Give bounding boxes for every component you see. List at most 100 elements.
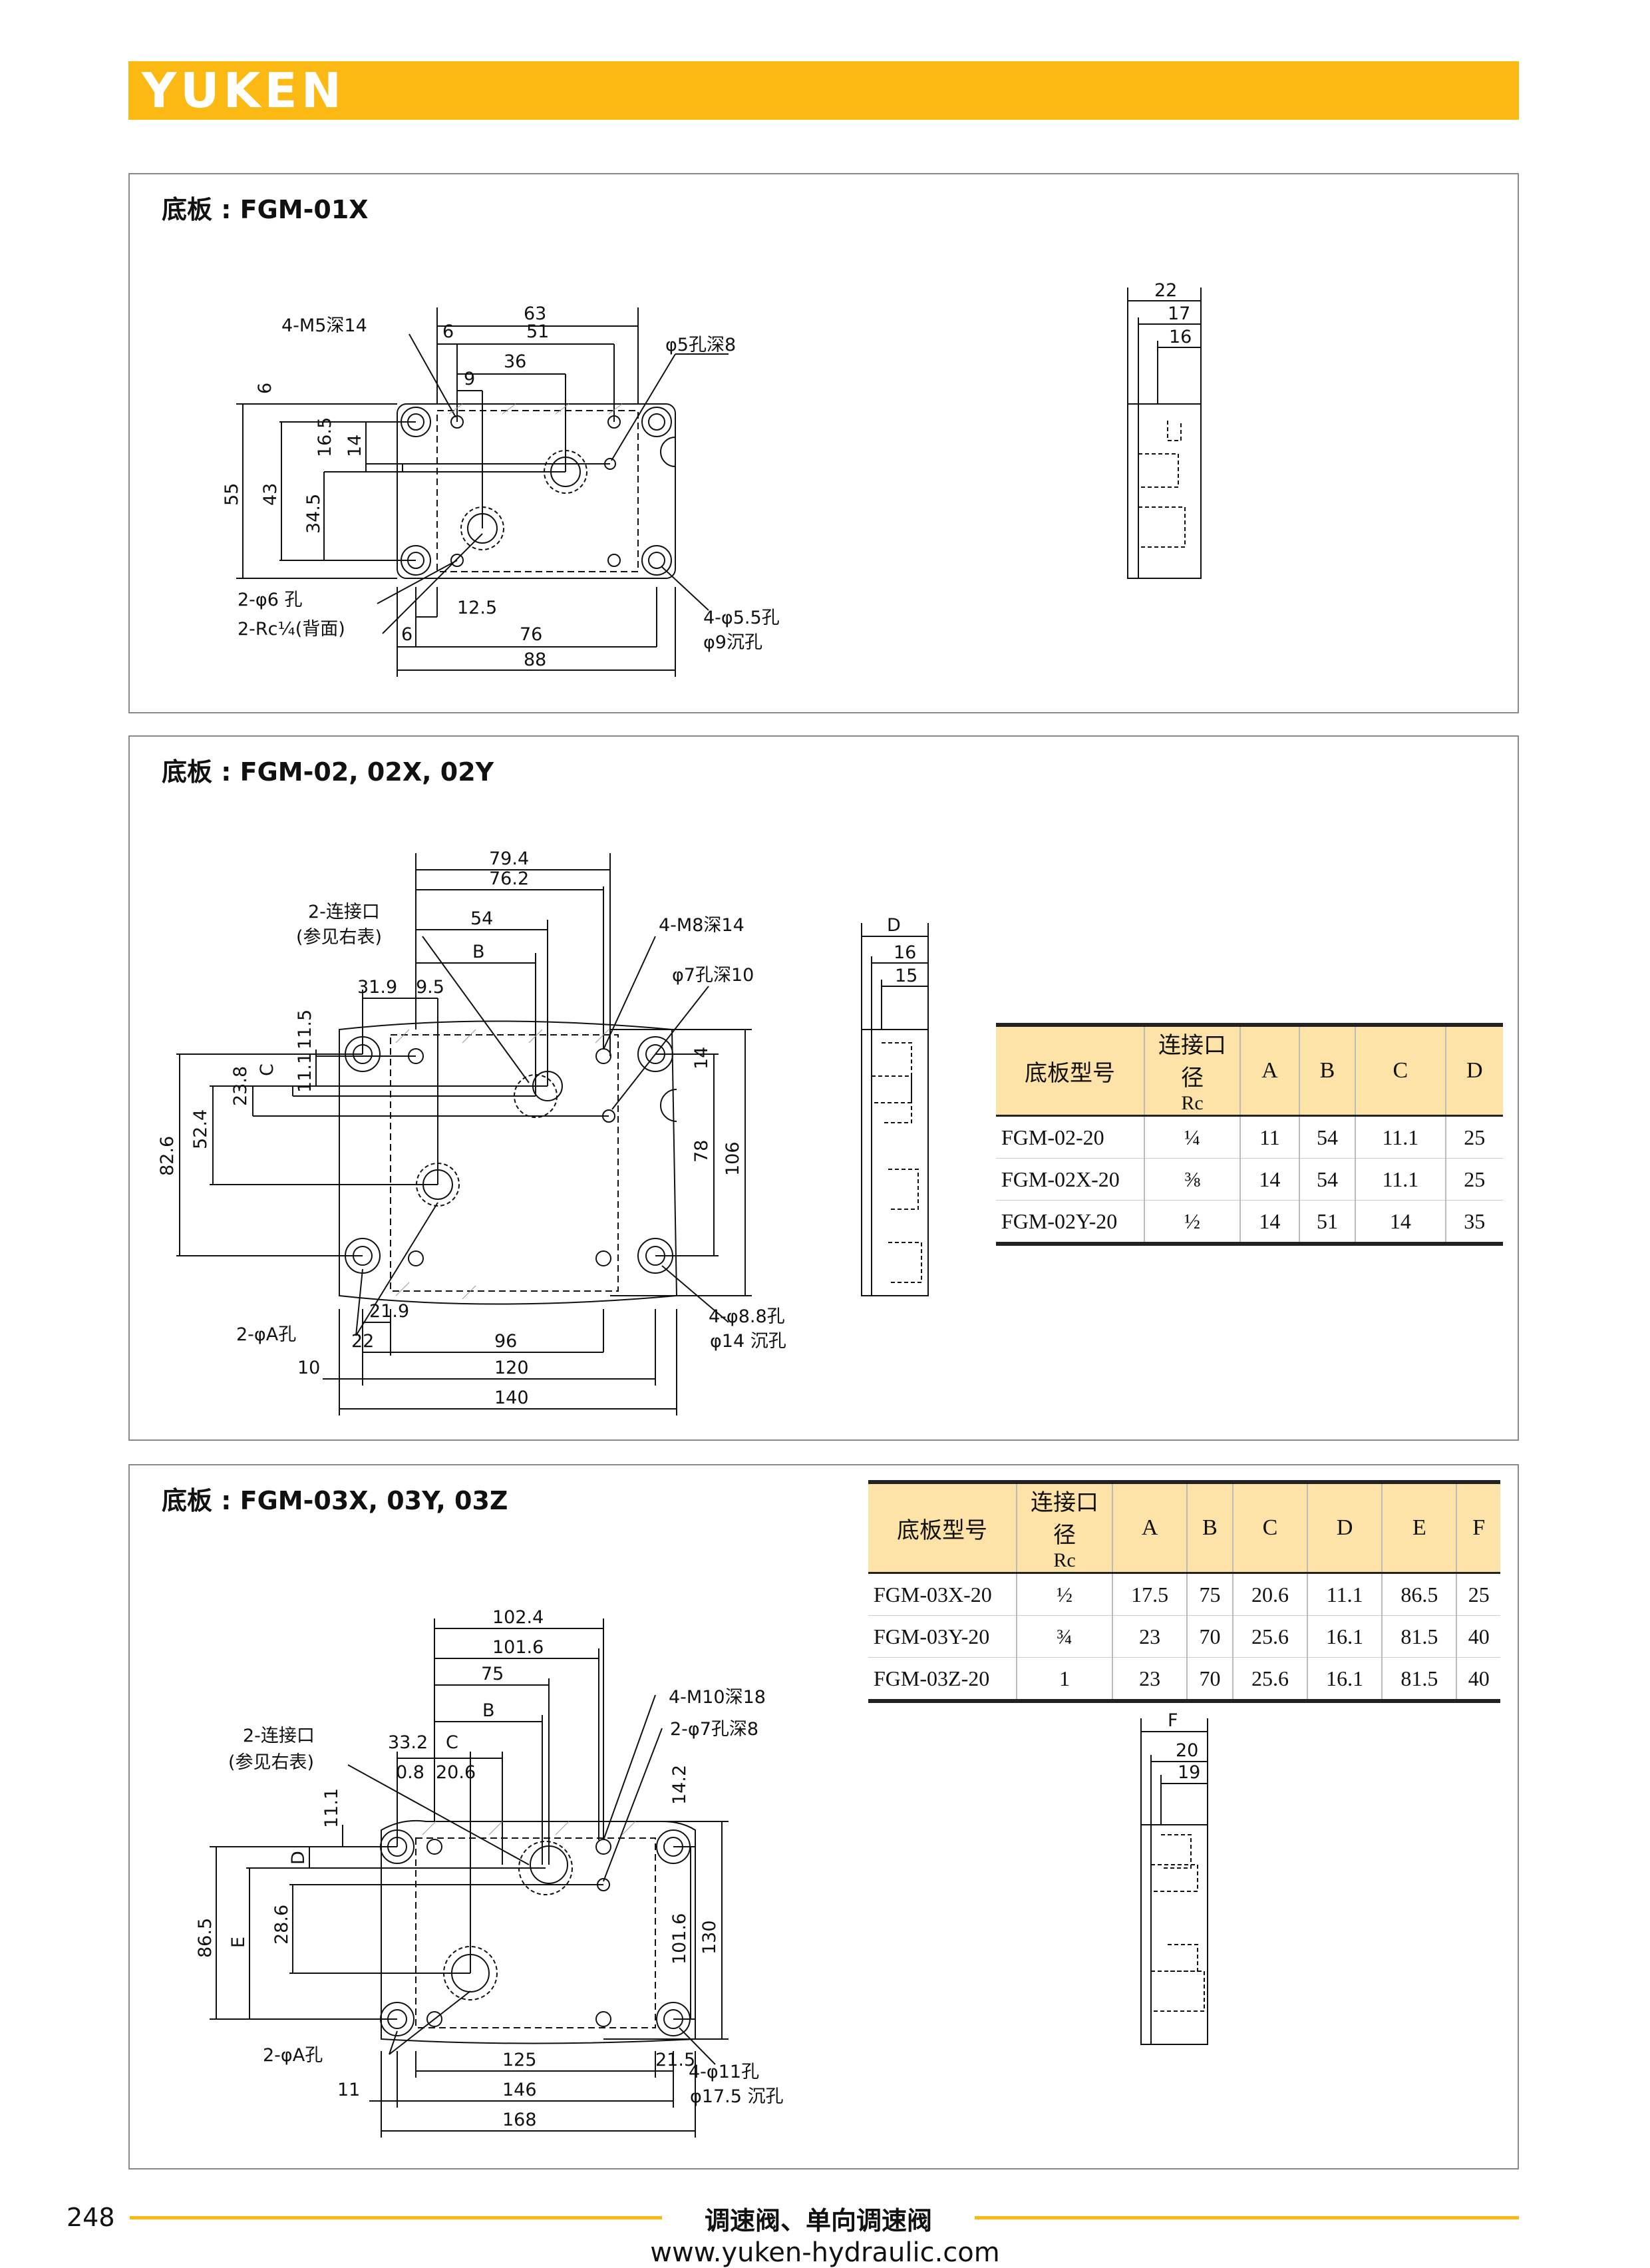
callout-port: 2-连接口 (308, 902, 380, 922)
col-D: D (1307, 1480, 1383, 1574)
col-C: C (1232, 1480, 1308, 1574)
dim-168: 168 (502, 2110, 537, 2130)
col-E: E (1381, 1480, 1457, 1574)
col-A: A (1239, 1023, 1299, 1117)
callout-hole6: 2-φ6 孔 (238, 590, 303, 610)
dim-51: 51 (526, 321, 549, 342)
dim-76: 76 (520, 624, 542, 645)
callout-see: (参见右表) (296, 927, 382, 948)
dim-146: 146 (502, 2080, 537, 2100)
callout-holeA: 2-φA孔 (263, 2045, 323, 2066)
dim-14: 14 (345, 435, 365, 457)
callout-cb9: φ9沉孔 (703, 632, 762, 653)
dim-120: 120 (494, 1358, 529, 1378)
dim-52-4: 52.4 (190, 1109, 211, 1149)
dim-101-6-right: 101.6 (669, 1913, 690, 1965)
callout-m10: 4-M10深18 (669, 1687, 766, 1708)
dim-63: 63 (524, 303, 546, 324)
dim-75: 75 (481, 1664, 504, 1684)
col-B: B (1186, 1480, 1233, 1574)
dim-140: 140 (494, 1388, 529, 1408)
section-fgm-01x: 底板 : FGM-01X (128, 173, 1519, 713)
col-model: 底板型号 (868, 1480, 1017, 1574)
page-number: 248 (67, 2203, 115, 2232)
dim-6-bottom: 6 (401, 624, 412, 645)
dim-43: 43 (260, 483, 281, 506)
dim-96: 96 (494, 1331, 517, 1352)
side-dim-22: 22 (1154, 280, 1177, 301)
dim-11-1: 11.1 (321, 1788, 342, 1828)
callout-holeA: 2-φA孔 (236, 1324, 296, 1345)
dim-C: C (257, 1063, 277, 1076)
dim-106: 106 (723, 1141, 743, 1176)
col-B: B (1298, 1023, 1356, 1117)
dim-101-6-top: 101.6 (492, 1637, 544, 1658)
callout-hole7: 2-φ7孔深8 (670, 1719, 758, 1740)
side-dim-20: 20 (1176, 1740, 1198, 1761)
dim-78: 78 (691, 1140, 712, 1163)
dim-22: 22 (351, 1331, 374, 1352)
side-dim-16: 16 (894, 942, 916, 963)
section-fgm-02: 底板 : FGM-02, 02X, 02Y (128, 735, 1519, 1441)
col-A: A (1111, 1480, 1188, 1574)
dim-23-8: 23.8 (230, 1066, 251, 1106)
dim-82-6: 82.6 (157, 1136, 178, 1176)
col-F: F (1456, 1480, 1500, 1574)
dim-11-5: 11.5 (295, 1010, 315, 1049)
dim-28-6: 28.6 (271, 1905, 292, 1945)
dim-14-r: 14 (691, 1047, 712, 1069)
footer-url: www.yuken-hydraulic.com (650, 2237, 1000, 2268)
brand-bar: YUKEN (128, 61, 1519, 120)
dim-36: 36 (504, 351, 526, 372)
dim-B: B (472, 942, 485, 962)
dim-54: 54 (470, 908, 493, 929)
callout-hole7: φ7孔深10 (672, 965, 754, 986)
dim-125: 125 (502, 2050, 537, 2070)
callout-hole88: 4-φ8.8孔 (709, 1306, 785, 1327)
callout-hole5: φ5孔深8 (665, 335, 736, 355)
section-fgm-03: 底板 : FGM-03X, 03Y, 03Z (128, 1464, 1519, 2170)
drawing-fgm-03: 102.4 101.6 75 B 33.2 C 0.8 20.6 11.1 D … (195, 1607, 1208, 2138)
dim-16-5: 16.5 (315, 417, 335, 457)
dim-21-9: 21.9 (369, 1301, 409, 1322)
dim-0-8: 0.8 (396, 1762, 424, 1783)
col-model: 底板型号 (996, 1023, 1144, 1117)
side-dim-16: 16 (1169, 327, 1192, 347)
col-D: D (1444, 1023, 1503, 1117)
dim-6-top: 6 (442, 321, 454, 342)
dim-31-9: 31.9 (357, 977, 397, 998)
side-dim-17: 17 (1168, 303, 1190, 324)
dim-D: D (288, 1851, 309, 1865)
dim-E: E (228, 1937, 249, 1948)
dim-B: B (482, 1700, 495, 1721)
callout-cb14: φ14 沉孔 (710, 1331, 786, 1352)
dim-10: 10 (297, 1358, 320, 1378)
dim-20-6: 20.6 (436, 1762, 476, 1783)
callout-rc: 2-Rc¼(背面) (238, 619, 345, 640)
col-port-unit: Rc (1181, 1092, 1204, 1114)
section-title: 底板 : FGM-01X (162, 195, 369, 224)
dim-11-1: 11.1 (295, 1053, 315, 1093)
dim-21-5: 21.5 (655, 2050, 695, 2070)
dim-11: 11 (337, 2080, 360, 2100)
dim-C: C (446, 1732, 458, 1753)
callout-cb175: φ17.5 沉孔 (690, 2086, 784, 2107)
yuken-logo: YUKEN (142, 63, 345, 118)
dim-76-2: 76.2 (489, 868, 529, 889)
footer-rule-right (975, 2216, 1519, 2219)
side-dim-F: F (1168, 1710, 1178, 1731)
callout-port: 2-连接口 (243, 1726, 315, 1746)
drawing-fgm-02: 79.4 76.2 54 B 31.9 9.5 11.5 11.1 C 23.8… (157, 849, 929, 1416)
